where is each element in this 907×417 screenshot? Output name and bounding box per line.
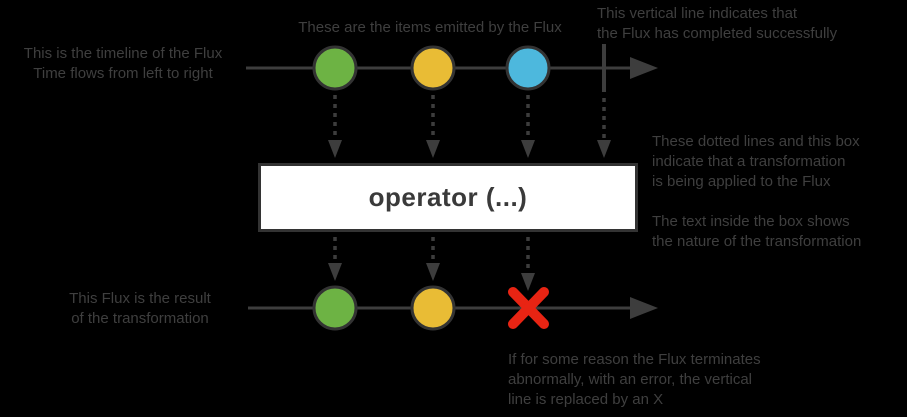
source-timeline-arrowhead-icon: [630, 57, 658, 79]
result-marble-yellow: [410, 285, 456, 331]
dotted-arrowhead-icon: [426, 140, 440, 158]
annotation-complete: This vertical line indicates that the Fl…: [597, 5, 838, 42]
annotation-result: This Flux is the result of the transform…: [69, 290, 211, 327]
dotted-arrowhead-icon: [328, 263, 342, 281]
result-timeline: [248, 285, 658, 331]
operator-box: operator (...): [258, 163, 638, 232]
dotted-arrowhead-icon: [521, 140, 535, 158]
result-timeline-arrowhead-icon: [630, 297, 658, 319]
dotted-arrows-into-operator: [328, 95, 611, 158]
error-x-icon: [508, 287, 549, 329]
annotation-error: If for some reason the Flux terminates a…: [508, 351, 761, 408]
operator-label: operator (...): [368, 182, 528, 212]
dotted-arrowhead-icon: [521, 273, 535, 291]
annotation-box-text: The text inside the box shows the nature…: [652, 213, 862, 250]
source-marble-yellow: [410, 45, 456, 91]
dotted-arrowhead-icon: [597, 140, 611, 158]
annotation-timeline: This is the timeline of the Flux Time fl…: [23, 45, 223, 82]
source-timeline: [246, 44, 658, 92]
source-marble-green: [312, 45, 358, 91]
source-marble-blue: [505, 45, 551, 91]
dotted-arrows-out-of-operator: [328, 237, 535, 291]
result-marble-green: [312, 285, 358, 331]
annotation-items: These are the items emitted by the Flux: [298, 19, 562, 36]
dotted-arrowhead-icon: [328, 140, 342, 158]
annotation-transformation: These dotted lines and this box indicate…: [652, 133, 860, 190]
dotted-arrowhead-icon: [426, 263, 440, 281]
